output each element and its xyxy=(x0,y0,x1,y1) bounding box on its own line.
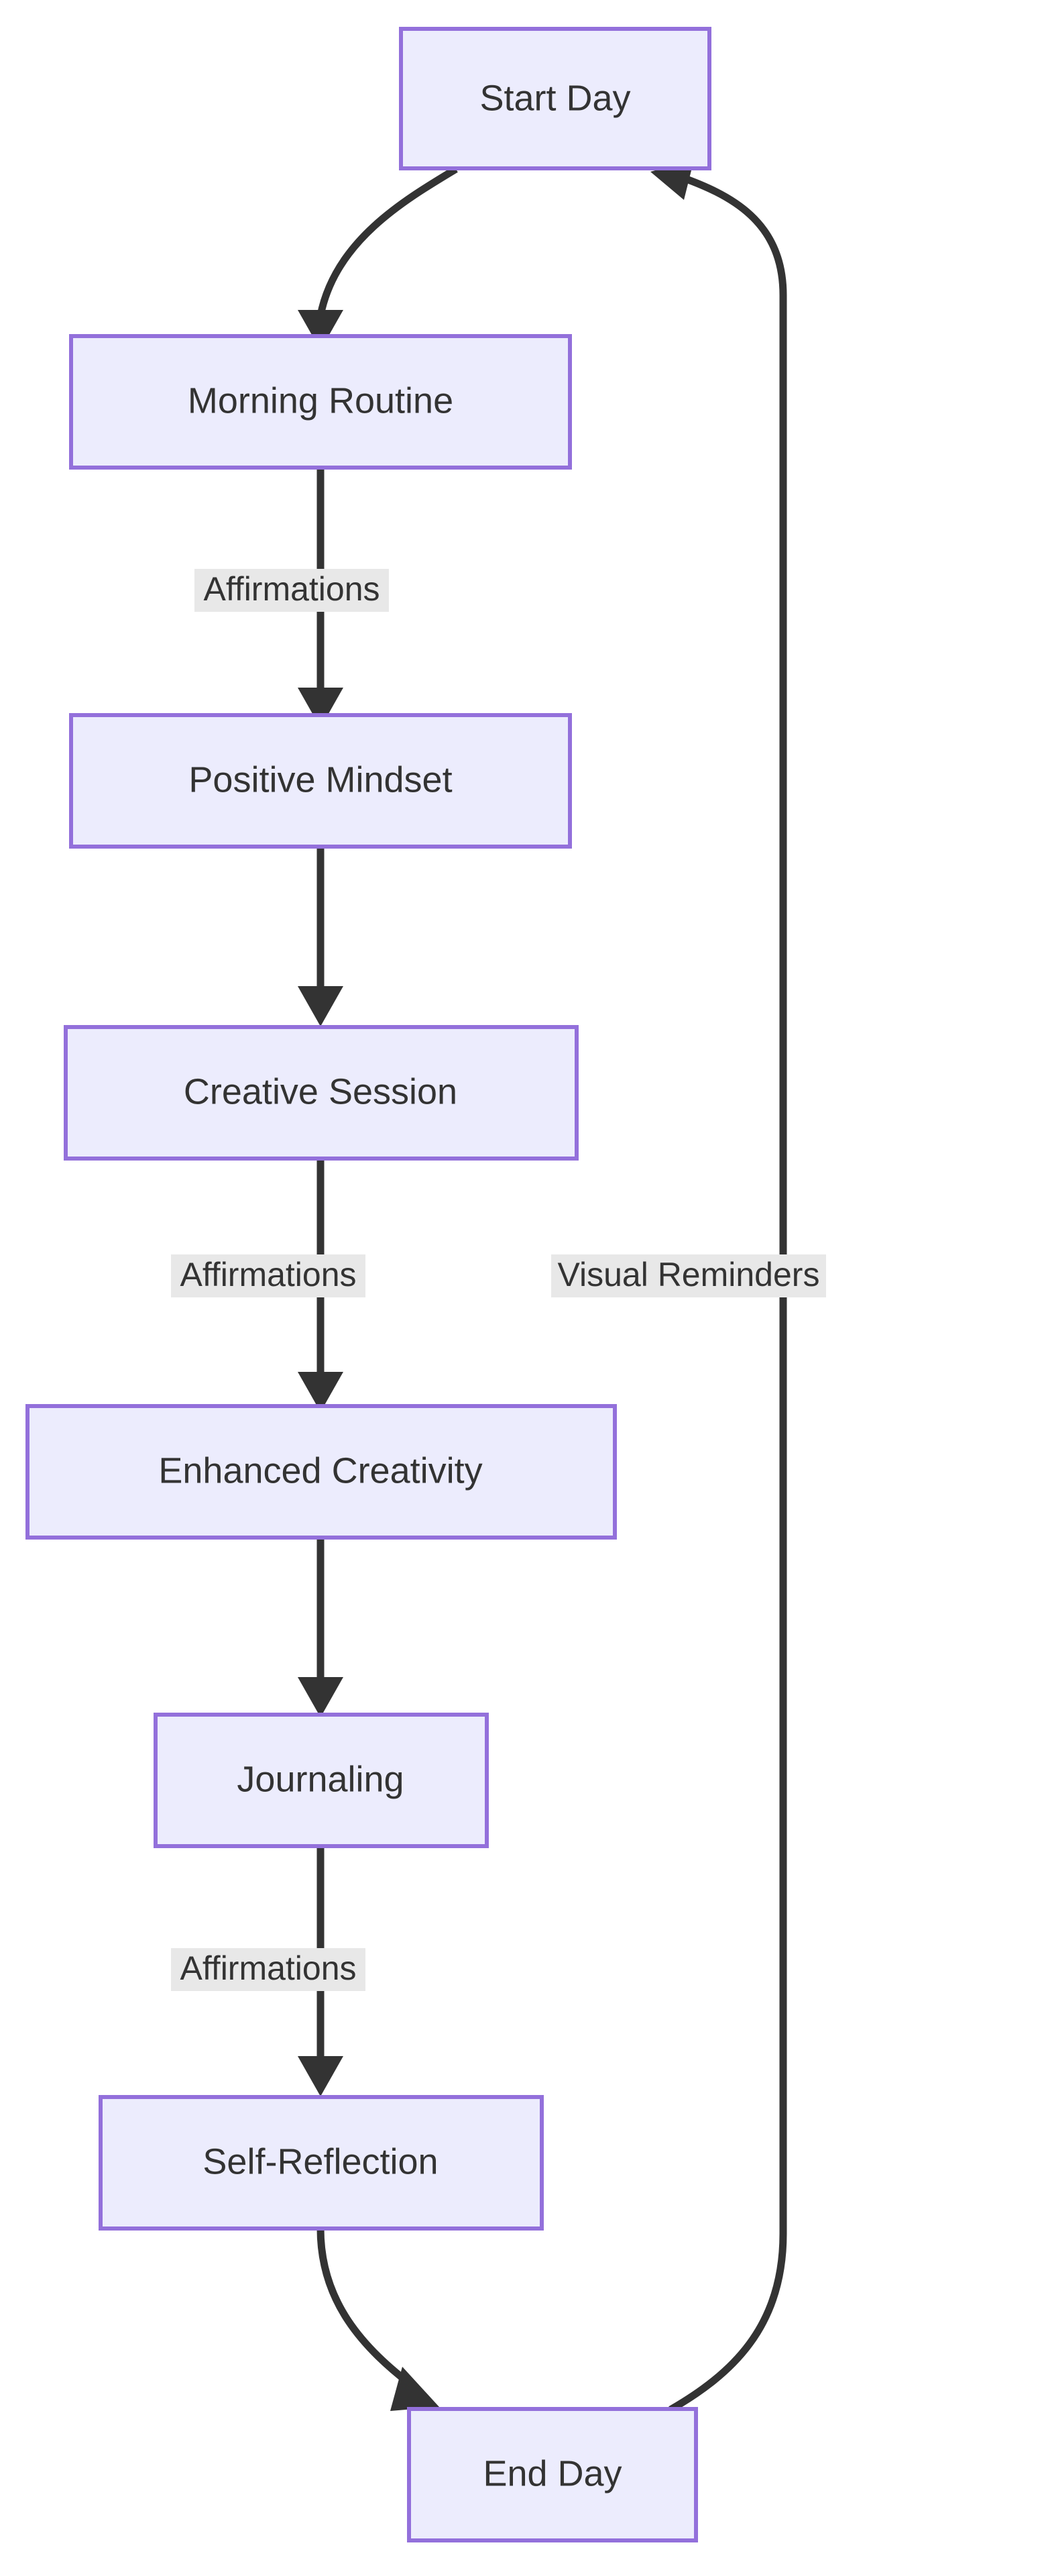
node-end-day[interactable]: End Day xyxy=(407,2407,698,2542)
edge-enhanced-to-journaling xyxy=(298,1538,343,1717)
node-box-journaling[interactable] xyxy=(154,1713,489,1848)
edge-label-affirmations-3: Affirmations xyxy=(171,1948,365,1991)
edge-path-reflection-end xyxy=(316,2228,418,2392)
node-box-start-day[interactable] xyxy=(399,27,711,170)
edge-path-end-start xyxy=(669,172,787,2413)
edge-label-text-3: Affirmations xyxy=(180,1949,356,1987)
node-label-morning-routine: Morning Routine xyxy=(188,380,453,421)
edge-mindset-to-creative xyxy=(298,847,343,1026)
node-start-day[interactable]: Start Day xyxy=(399,27,711,170)
edge-label-affirmations-1: Affirmations xyxy=(194,569,389,612)
node-box-end-day[interactable] xyxy=(407,2407,698,2542)
arrowhead-reflection-end xyxy=(390,2367,439,2411)
node-positive-mindset[interactable]: Positive Mindset xyxy=(69,713,572,849)
node-label-end-day: End Day xyxy=(483,2453,622,2493)
node-box-enhanced-creativity[interactable] xyxy=(25,1404,617,1540)
edge-label-affirmations-2: Affirmations xyxy=(171,1254,365,1297)
node-label-enhanced-creativity: Enhanced Creativity xyxy=(158,1450,482,1491)
node-morning-routine[interactable]: Morning Routine xyxy=(69,334,572,470)
edge-path-start-morning xyxy=(316,166,458,317)
node-label-start-day: Start Day xyxy=(479,78,630,118)
arrowhead-start-morning xyxy=(298,310,343,350)
edge-reflection-to-end xyxy=(316,2228,439,2411)
arrowhead-mindset-creative xyxy=(298,986,343,1026)
node-journaling[interactable]: Journaling xyxy=(154,1713,489,1848)
node-box-morning-routine[interactable] xyxy=(69,334,572,470)
edge-label-text-visual: Visual Reminders xyxy=(558,1256,820,1293)
edge-label-bg-1 xyxy=(194,569,389,612)
node-box-positive-mindset[interactable] xyxy=(69,713,572,849)
node-enhanced-creativity[interactable]: Enhanced Creativity xyxy=(25,1404,617,1540)
node-label-self-reflection: Self-Reflection xyxy=(202,2141,438,2182)
node-box-creative-session[interactable] xyxy=(64,1025,579,1161)
node-self-reflection[interactable]: Self-Reflection xyxy=(99,2095,544,2231)
node-label-journaling: Journaling xyxy=(237,1759,404,1799)
edge-label-visual-reminders: Visual Reminders xyxy=(551,1254,826,1297)
node-creative-session[interactable]: Creative Session xyxy=(64,1025,579,1161)
edge-label-text-1: Affirmations xyxy=(203,570,380,608)
arrowhead-creative-enhanced xyxy=(298,1372,343,1412)
node-box-self-reflection[interactable] xyxy=(99,2095,544,2231)
edge-label-bg-visual xyxy=(551,1254,826,1297)
edge-label-text-2: Affirmations xyxy=(180,1256,356,1293)
edge-label-bg-3 xyxy=(171,1948,365,1991)
arrowhead-journaling-reflection xyxy=(298,2056,343,2096)
node-label-creative-session: Creative Session xyxy=(184,1071,457,1112)
edge-label-bg-2 xyxy=(171,1254,365,1297)
edge-start-to-morning xyxy=(298,166,458,350)
arrowhead-morning-mindset xyxy=(298,688,343,728)
node-label-positive-mindset: Positive Mindset xyxy=(188,759,452,800)
arrowhead-enhanced-journaling xyxy=(298,1677,343,1717)
